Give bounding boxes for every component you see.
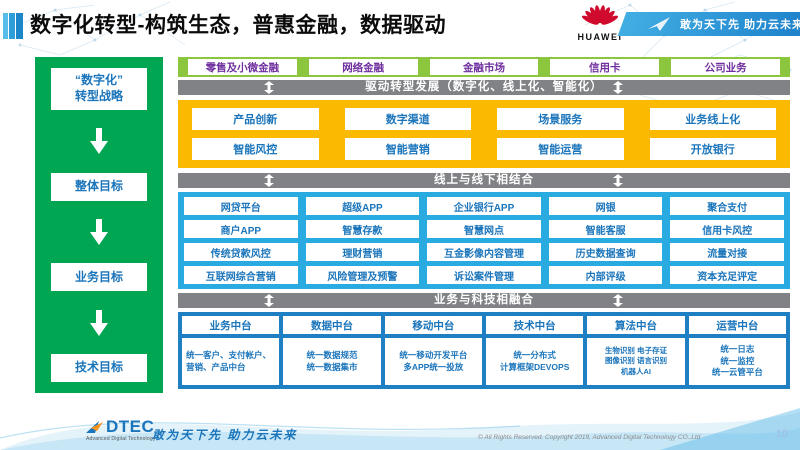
app-cell: 智能客服 [548,220,663,238]
page-title: 数字化转型-构筑生态，普惠金融，数据驱动 [30,14,446,37]
platform-header: 数据中台 [283,316,381,334]
sidebar-item-strategy: “数字化” 转型战略 [51,68,147,110]
banner-online-offline: 线上与线下相结合 [178,173,790,188]
app-cell: 网贷平台 [184,197,298,215]
updown-arrow-icon [263,294,274,307]
capability-cell: 数字渠道 [344,108,471,130]
page-number: 10 [775,428,788,440]
copyright-text: © All Rights Reserved. Copyright 2019, A… [478,434,701,441]
platform-column-data: 数据中台 统一数据规范 统一数据集市 [283,316,381,385]
updown-arrow-icon [263,174,274,187]
updown-arrow-icon [263,81,274,94]
down-arrow-icon [90,218,108,245]
capability-cell: 智能营销 [344,138,471,160]
sidebar-item-business-goal: 业务目标 [51,263,147,292]
app-cell: 智慧网点 [427,220,541,238]
platform-detail: 生物识别 电子存证 图像识别 语言识别 机器人AI [587,338,685,385]
platform-header: 业务中台 [182,316,280,334]
updown-arrow-icon [612,294,623,307]
application-grid: 网贷平台 超级APP 企业银行APP 网银 聚合支付 商户APP 智慧存款 智慧… [178,192,790,289]
app-cell: 理财营销 [305,243,420,261]
dtec-logo-icon [86,421,103,433]
app-cell: 资本充足评定 [670,266,784,284]
platform-column-tech: 技术中台 统一分布式 计算框架DEVOPS [486,316,584,385]
platform-header: 运营中台 [688,316,786,334]
capability-cell: 智能运营 [497,138,624,160]
platform-detail: 统一日志 统一监控 统一云管平台 [688,338,786,385]
business-cell: 零售及小微金融 [188,59,297,75]
platform-header: 移动中台 [384,316,482,334]
app-cell: 智慧存款 [305,220,420,238]
app-cell: 互联网综合营销 [184,266,298,284]
paper-plane-icon [648,16,670,31]
platform-detail: 统一移动开发平台 多APP统一投放 [384,338,482,385]
platform-column-business: 业务中台 统一客户、支付帐户、营销、产品中台 [182,316,280,385]
app-cell: 历史数据查询 [548,243,663,261]
capability-cell: 产品创新 [192,108,319,130]
app-cell: 聚合支付 [670,197,784,215]
app-cell: 信用卡风控 [670,220,784,238]
sidebar-item-tech-goal: 技术目标 [51,353,147,382]
business-cell: 网络金融 [308,59,418,75]
slogan-text: 敢为天下先 助力云未来 [680,19,800,31]
app-cell: 诉讼案件管理 [427,266,541,284]
business-cell: 公司业务 [671,59,780,75]
business-cell: 信用卡 [550,59,660,75]
app-cell: 内部评级 [548,266,663,284]
huawei-flower-icon [581,5,619,25]
footer-slogan: 敢为天下先 助力云未来 [152,428,298,442]
down-arrow-icon [90,128,108,155]
slogan-banner: 敢为天下先 助力云未来 [617,12,800,36]
platform-column-mobile: 移动中台 统一移动开发平台 多APP统一投放 [384,316,482,385]
updown-arrow-icon [612,174,623,187]
platform-grid: 业务中台 统一客户、支付帐户、营销、产品中台 数据中台 统一数据规范 统一数据集… [178,312,790,389]
app-cell: 传统贷款风控 [184,243,298,261]
banner-tech-fusion: 业务与科技相融合 [178,293,790,308]
capability-cell: 智能风控 [192,138,319,160]
capability-cell: 业务线上化 [649,108,776,130]
sidebar-item-overall-goal: 整体目标 [51,172,147,201]
dtec-logo-text: DTEC [106,417,155,436]
capability-grid: 产品创新 数字渠道 场景服务 业务线上化 智能风控 智能营销 智能运营 开放银行 [178,100,790,168]
app-cell: 风险管理及预警 [305,266,420,284]
header: 数字化转型-构筑生态，普惠金融，数据驱动 HUAWEI [0,0,800,52]
huawei-brand-text: HUAWEI [577,32,623,42]
architecture-diagram: 零售及小微金融 网络金融 金融市场 信用卡 公司业务 驱动转型发展（数字化、线上… [178,57,790,393]
app-cell: 企业银行APP [427,197,541,215]
platform-column-algorithm: 算法中台 生物识别 电子存证 图像识别 语言识别 机器人AI [587,316,685,385]
app-cell: 超级APP [305,197,420,215]
business-line-row: 零售及小微金融 网络金融 金融市场 信用卡 公司业务 [178,57,790,77]
app-cell: 网银 [548,197,663,215]
business-cell: 金融市场 [429,59,539,75]
capability-cell: 开放银行 [649,138,776,160]
platform-detail: 统一数据规范 统一数据集市 [283,338,381,385]
app-cell: 商户APP [184,220,298,238]
content: “数字化” 转型战略 整体目标 业务目标 技术目标 零售及小微金融 网络金融 金… [35,57,790,393]
platform-header: 技术中台 [486,316,584,334]
banner-drive-transform: 驱动转型发展（数字化、线上化、智能化） [178,80,790,95]
huawei-logo: HUAWEI [572,4,628,42]
platform-header: 算法中台 [587,316,685,334]
app-cell: 互金影像内容管理 [427,243,541,261]
strategy-sidebar: “数字化” 转型战略 整体目标 业务目标 技术目标 [35,57,163,393]
updown-arrow-icon [612,81,623,94]
app-cell: 流量对接 [670,243,784,261]
platform-column-operation: 运营中台 统一日志 统一监控 统一云管平台 [688,316,786,385]
down-arrow-icon [90,309,108,336]
footer: DTEC Advanced Digital Technology 敢为天下先 助… [0,398,800,450]
platform-detail: 统一客户、支付帐户、营销、产品中台 [182,338,280,385]
capability-cell: 场景服务 [497,108,624,130]
title-accent-bars [3,13,23,39]
platform-detail: 统一分布式 计算框架DEVOPS [486,338,584,385]
